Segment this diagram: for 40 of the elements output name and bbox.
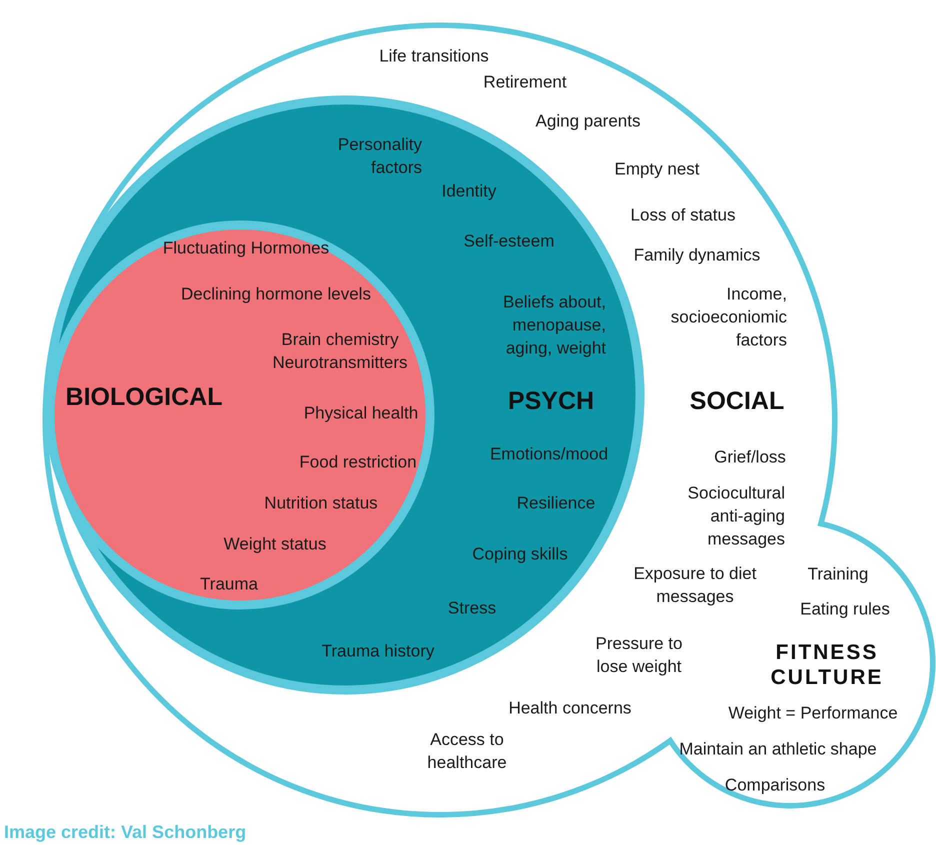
factor-label: Fluctuating Hormones	[162, 238, 330, 260]
factor-label: Income, socioeconiomic factors	[670, 284, 787, 352]
factor-label: Weight status	[224, 534, 326, 556]
factor-label: Comparisons	[724, 774, 826, 797]
factor-label: Maintain an athletic shape	[679, 738, 877, 761]
factor-label: Identity	[442, 180, 496, 203]
factor-label: Resilience	[516, 492, 596, 515]
factor-label: Exposure to diet messages	[632, 563, 758, 608]
factor-label: Trauma	[200, 574, 258, 596]
factor-label: Access to healthcare	[426, 729, 508, 774]
factor-label: Self-esteem	[464, 230, 554, 253]
factor-label: Sociocultural anti-aging messages	[686, 482, 785, 550]
region-heading: SOCIAL	[690, 386, 784, 418]
factor-label: Family dynamics	[634, 244, 760, 267]
factor-label: Weight = Performance	[728, 702, 898, 725]
factor-label: Empty nest	[614, 158, 700, 181]
factor-label: Life transitions	[379, 46, 489, 68]
region-heading: PSYCH	[508, 386, 594, 418]
factor-label: Grief/loss	[714, 446, 786, 469]
factor-label: Training	[808, 564, 868, 586]
region-heading: BIOLOGICAL	[66, 382, 222, 414]
factor-label: Loss of status	[630, 204, 736, 227]
factor-label: Pressure to lose weight	[594, 633, 684, 678]
factor-label: Retirement	[483, 72, 567, 94]
factor-label: Nutrition status	[264, 492, 378, 515]
factor-label: Stress	[448, 598, 496, 620]
factor-label: Food restriction	[299, 452, 417, 474]
factor-label: Brain chemistry Neurotransmitters	[271, 329, 409, 374]
factor-label: Aging parents	[536, 110, 640, 133]
factor-label: Declining hormone levels	[181, 284, 371, 306]
factor-label: Physical health	[304, 402, 418, 425]
factor-label: Personality factors	[336, 134, 422, 179]
factor-label: Eating rules	[800, 598, 890, 621]
factor-label: Health concerns	[508, 698, 632, 720]
factor-label: Coping skills	[472, 544, 568, 566]
factor-label: Trauma history	[322, 640, 434, 663]
factor-label: Emotions/mood	[490, 444, 608, 466]
region-heading: FITNESS CULTURE	[770, 640, 884, 690]
factor-label: Beliefs about, menopause, aging, weight	[502, 292, 606, 360]
image-credit: Image credit: Val Schonberg	[4, 822, 246, 843]
